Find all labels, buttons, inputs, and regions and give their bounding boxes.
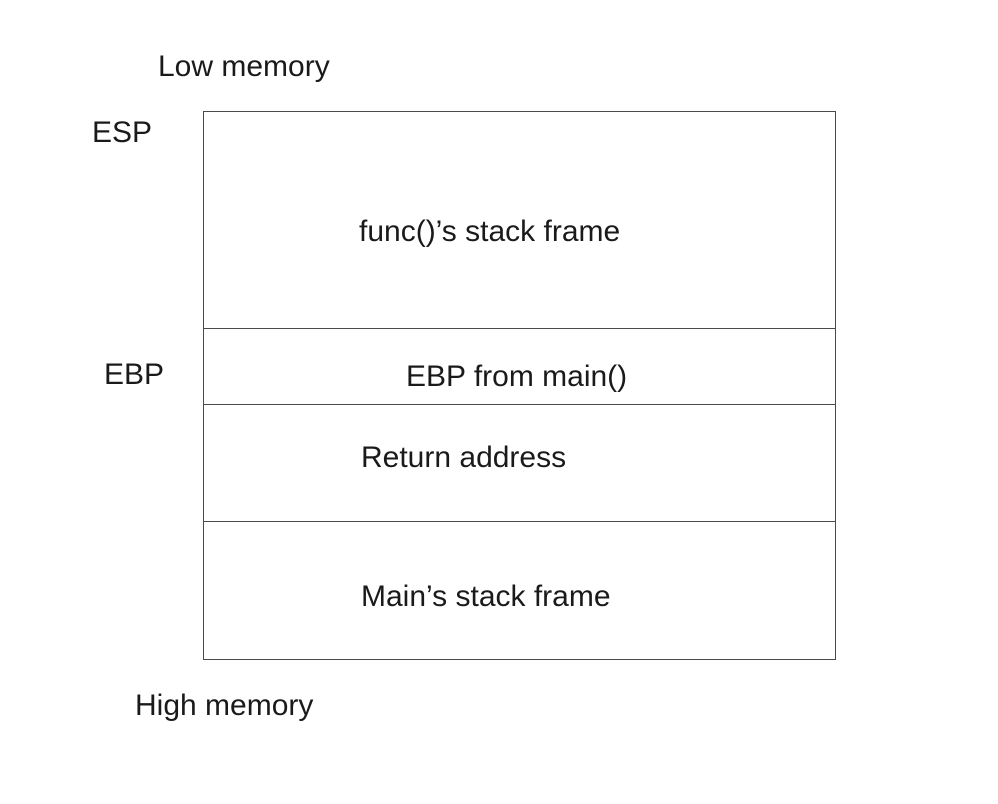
main-stack-frame-label: Main’s stack frame	[361, 580, 611, 613]
func-stack-frame-label: func()’s stack frame	[359, 215, 621, 248]
func-stack-frame: func()’s stack frame	[204, 112, 835, 328]
high-memory-label: High memory	[135, 689, 314, 722]
esp-label: ESP	[92, 116, 153, 149]
stack-diagram: func()’s stack frame EBP from main() Ret…	[203, 111, 836, 660]
low-memory-label: Low memory	[158, 50, 330, 83]
return-address-label: Return address	[361, 441, 567, 474]
ebp-label: EBP	[104, 358, 165, 391]
return-address-frame: Return address	[204, 404, 835, 521]
main-stack-frame: Main’s stack frame	[204, 521, 835, 659]
saved-ebp-frame: EBP from main()	[204, 328, 835, 404]
saved-ebp-label: EBP from main()	[406, 360, 628, 393]
